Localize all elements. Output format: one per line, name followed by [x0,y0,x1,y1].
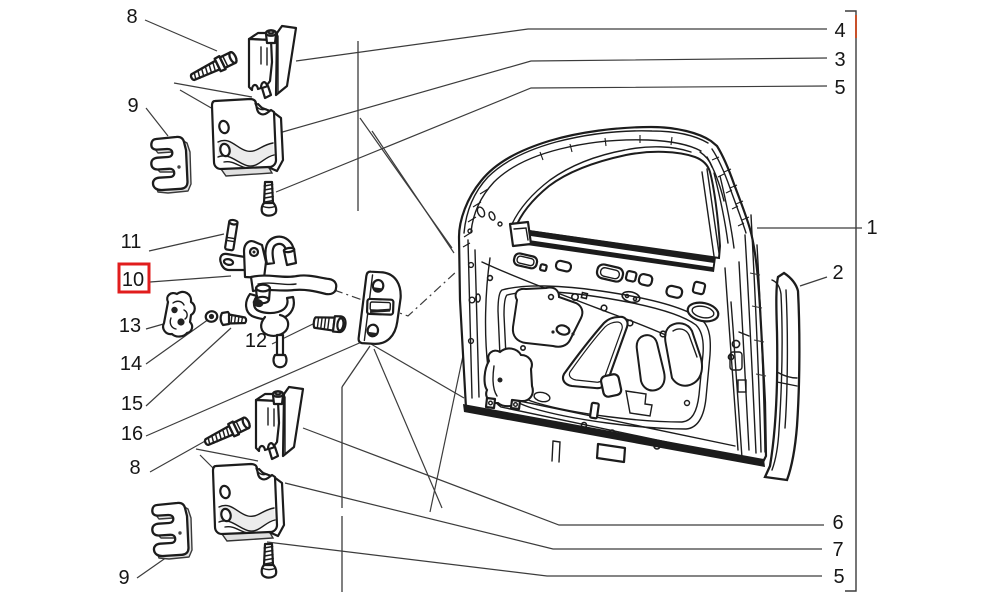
svg-text:9: 9 [127,95,138,117]
svg-text:5: 5 [834,77,845,99]
svg-text:7: 7 [832,539,843,561]
svg-text:16: 16 [121,423,143,445]
svg-text:3: 3 [834,49,845,71]
svg-text:9: 9 [118,567,129,589]
svg-text:10: 10 [122,269,144,291]
svg-text:6: 6 [832,512,843,534]
svg-text:2: 2 [832,262,843,284]
svg-text:5: 5 [833,566,844,588]
svg-text:8: 8 [129,457,140,479]
svg-text:11: 11 [121,231,142,253]
svg-text:12: 12 [245,330,267,352]
svg-text:4: 4 [834,20,845,42]
svg-text:8: 8 [126,6,137,28]
svg-text:1: 1 [866,217,877,239]
svg-text:15: 15 [121,393,143,415]
svg-text:13: 13 [119,315,141,337]
svg-text:14: 14 [120,353,142,375]
